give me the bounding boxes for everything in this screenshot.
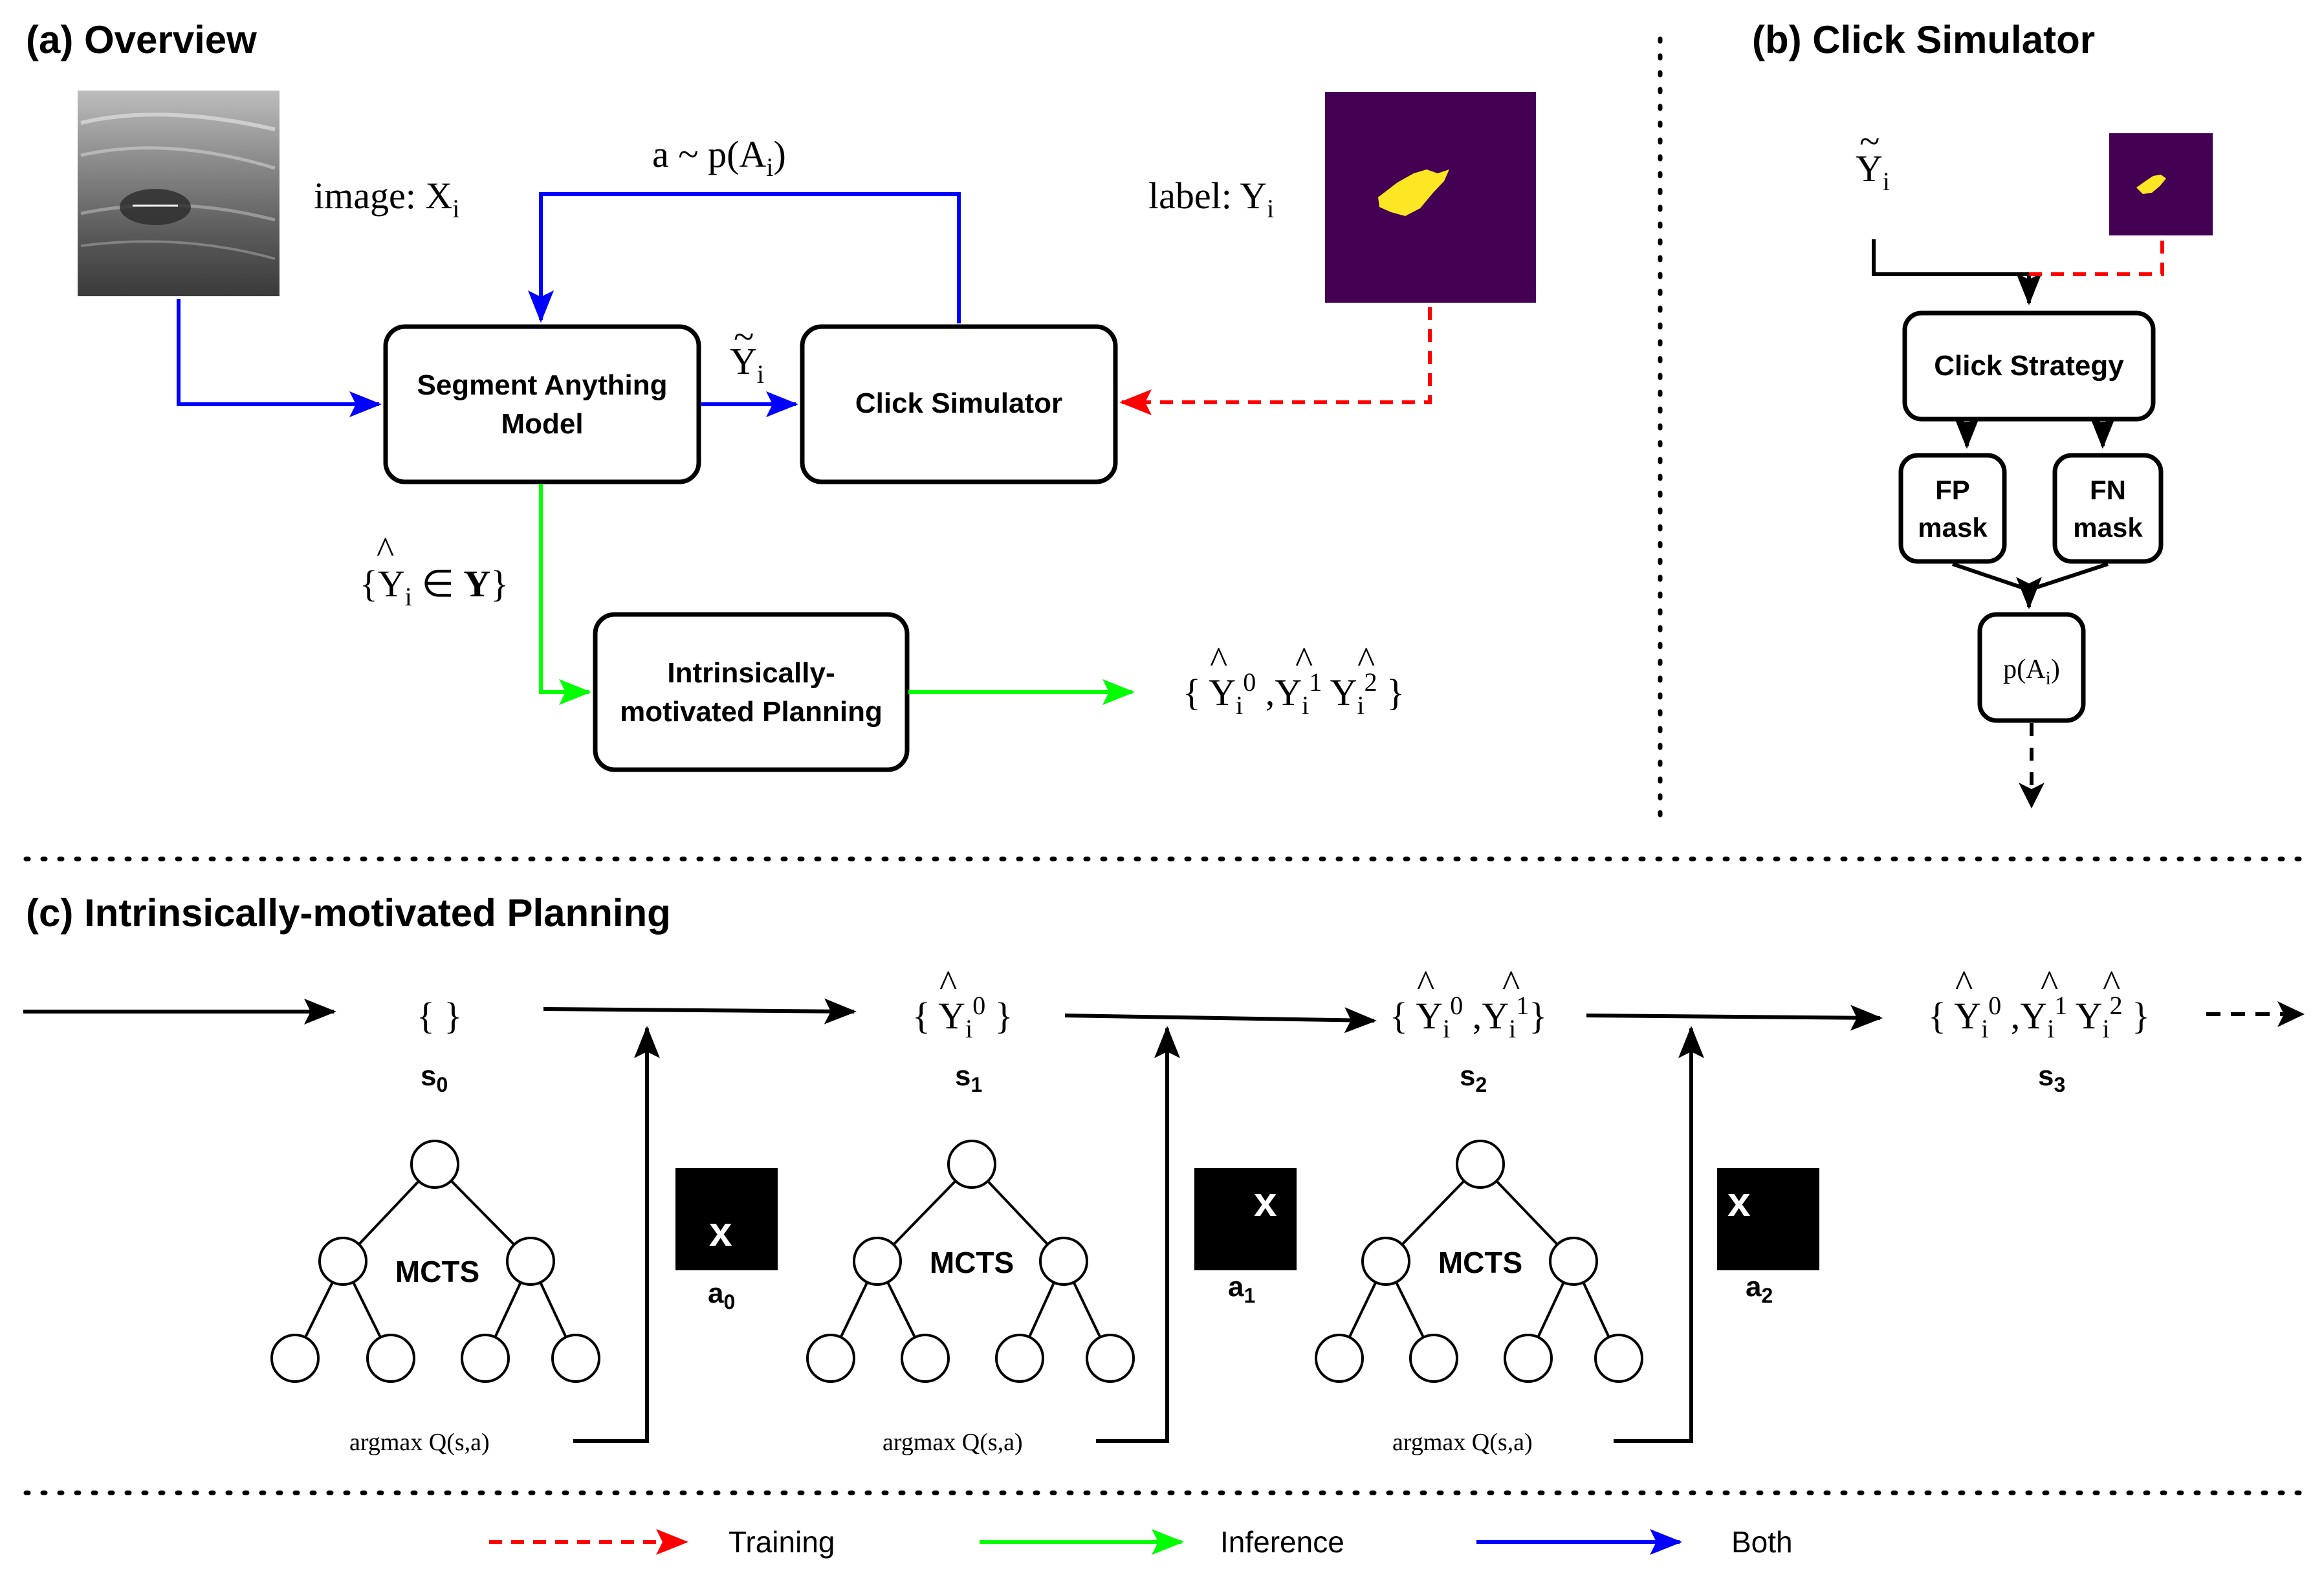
segment-anything-box: [383, 324, 701, 484]
state-flow-arrow-2: [1064, 1007, 1377, 1034]
svg-text:~: ~: [1859, 120, 1880, 162]
svg-text:^: ^: [1357, 639, 1375, 681]
argmax-label-0: argmax Q(s,a): [349, 1429, 490, 1456]
label-to-click-arrow: [1119, 307, 1432, 415]
state-set-3: { Yi0 ,Yi1 Yi2 } ^ ^ ^: [1928, 962, 2150, 1043]
y-tilde-label: Yi ~: [730, 316, 764, 389]
mcts-tree-2: [1315, 1140, 1643, 1383]
fp-label-line2: mask: [1918, 512, 1988, 543]
action-label-2: a2: [1746, 1271, 1773, 1307]
click-strategy-label: Click Strategy: [1934, 350, 2124, 382]
image-to-sam-arrow: [177, 299, 382, 417]
mcts-label-2: MCTS: [1438, 1246, 1522, 1279]
click-square-1: [1194, 1168, 1297, 1270]
prob-label: p(Ai): [2003, 655, 2060, 689]
mcts-tree-1: [806, 1140, 1135, 1383]
svg-text:Yi: Yi: [730, 340, 764, 389]
fn-mask-box: [2052, 453, 2164, 564]
fn-label-line2: mask: [2073, 512, 2143, 543]
planning-label-line1: Intrinsically-: [667, 657, 835, 689]
svg-text:Yi: Yi: [1856, 147, 1890, 196]
mask-to-strategy-line: [2029, 241, 2164, 276]
svg-text:^: ^: [1502, 962, 1520, 1004]
state-flow-head-4: [2277, 1001, 2305, 1027]
state-set-0: { }: [417, 995, 462, 1037]
action-arrow-2: [1614, 1026, 1704, 1443]
click-square-0: [675, 1168, 778, 1270]
svg-text:^: ^: [1210, 639, 1227, 681]
state-label-1: s1: [955, 1060, 982, 1096]
planning-box: [593, 612, 910, 772]
planning-title: (c) Intrinsically-motivated Planning: [26, 891, 671, 935]
svg-text:^: ^: [1417, 962, 1434, 1004]
fp-merge-line: [1952, 562, 2030, 592]
ytilde-to-strategy-arrow: [1872, 239, 2042, 305]
state-label-3: s3: [2038, 1060, 2065, 1096]
state-flow-arrow-1: [543, 998, 857, 1025]
planning-label-line2: motivated Planning: [620, 696, 882, 728]
fp-mask-box: [1898, 453, 2007, 564]
fn-merge-line: [2028, 562, 2109, 592]
argmax-label-1: argmax Q(s,a): [882, 1429, 1023, 1456]
planning-output-set: { Yi0 ,Yi1 Yi2 } ^ ^ ^: [1183, 639, 1405, 720]
label-text: label: Yi: [1148, 175, 1274, 223]
legend-both-label: Both: [1731, 1525, 1793, 1559]
action-arrow-1: [1096, 1026, 1180, 1443]
action-label-0: a0: [708, 1277, 735, 1314]
action-label-1: a1: [1228, 1271, 1255, 1307]
svg-text:^: ^: [2041, 962, 2058, 1004]
click-simulator-title: (b) Click Simulator: [1752, 18, 2095, 61]
svg-text:^: ^: [939, 962, 957, 1004]
prob-output-head: [2019, 783, 2044, 808]
hat-set-label: {Yi ∈ Y} ^: [360, 529, 509, 611]
state-set-2: { Yi0 ,Yi1} ^ ^: [1390, 962, 1547, 1043]
action-arrow-0: [573, 1026, 660, 1443]
fp-label-line1: FP: [1935, 475, 1970, 505]
svg-text:^: ^: [1295, 639, 1313, 681]
action-distribution-label: a ~ p(Ai): [652, 133, 786, 182]
click-sim-y-tilde: Yi ~: [1856, 120, 1890, 196]
fn-label-line1: FN: [2090, 475, 2126, 505]
sam-label-line2: Model: [501, 408, 583, 440]
overview-title: (a) Overview: [26, 18, 257, 61]
click-sim-mask-image: [2109, 133, 2213, 235]
svg-text:^: ^: [2103, 962, 2120, 1004]
state-flow-arrow-3: [1586, 1004, 1883, 1031]
click-strategy-box: [1902, 310, 2156, 422]
sam-label-line1: Segment Anything: [417, 369, 667, 401]
image-label: image: Xi: [314, 175, 459, 223]
click-to-sam-arrow: [528, 192, 961, 323]
mcts-label-1: MCTS: [930, 1246, 1014, 1279]
state-set-1: { Yi0 } ^: [912, 962, 1013, 1043]
sam-to-planning-arrow: [539, 484, 591, 705]
svg-text:{ Yi0 ,Yi1}: { Yi0 ,Yi1}: [1390, 991, 1547, 1043]
prob-box: [1977, 612, 2086, 723]
argmax-label-2: argmax Q(s,a): [1392, 1429, 1533, 1456]
svg-text:^: ^: [377, 529, 394, 571]
click-square-2: [1717, 1168, 1819, 1270]
click-mark-2: x: [1727, 1178, 1751, 1225]
ultrasound-image: [78, 91, 280, 296]
svg-text:~: ~: [734, 316, 754, 358]
label-mask-image: [1325, 92, 1536, 303]
svg-text:^: ^: [1955, 962, 1973, 1004]
state-label-2: s2: [1460, 1060, 1487, 1096]
state-label-0: s0: [421, 1060, 448, 1096]
click-mark-0: x: [709, 1208, 732, 1255]
svg-text:{ Yi0 }: { Yi0 }: [912, 991, 1013, 1043]
legend-inference-label: Inference: [1220, 1525, 1344, 1559]
click-mark-1: x: [1254, 1178, 1277, 1225]
legend-training-label: Training: [729, 1525, 835, 1559]
mcts-tree-0: [270, 1140, 600, 1383]
svg-text:{Yi ∈ Y}: {Yi ∈ Y}: [360, 563, 509, 611]
mcts-label-0: MCTS: [395, 1255, 479, 1288]
click-simulator-box: [800, 324, 1118, 484]
click-simulator-label: Click Simulator: [855, 387, 1062, 419]
